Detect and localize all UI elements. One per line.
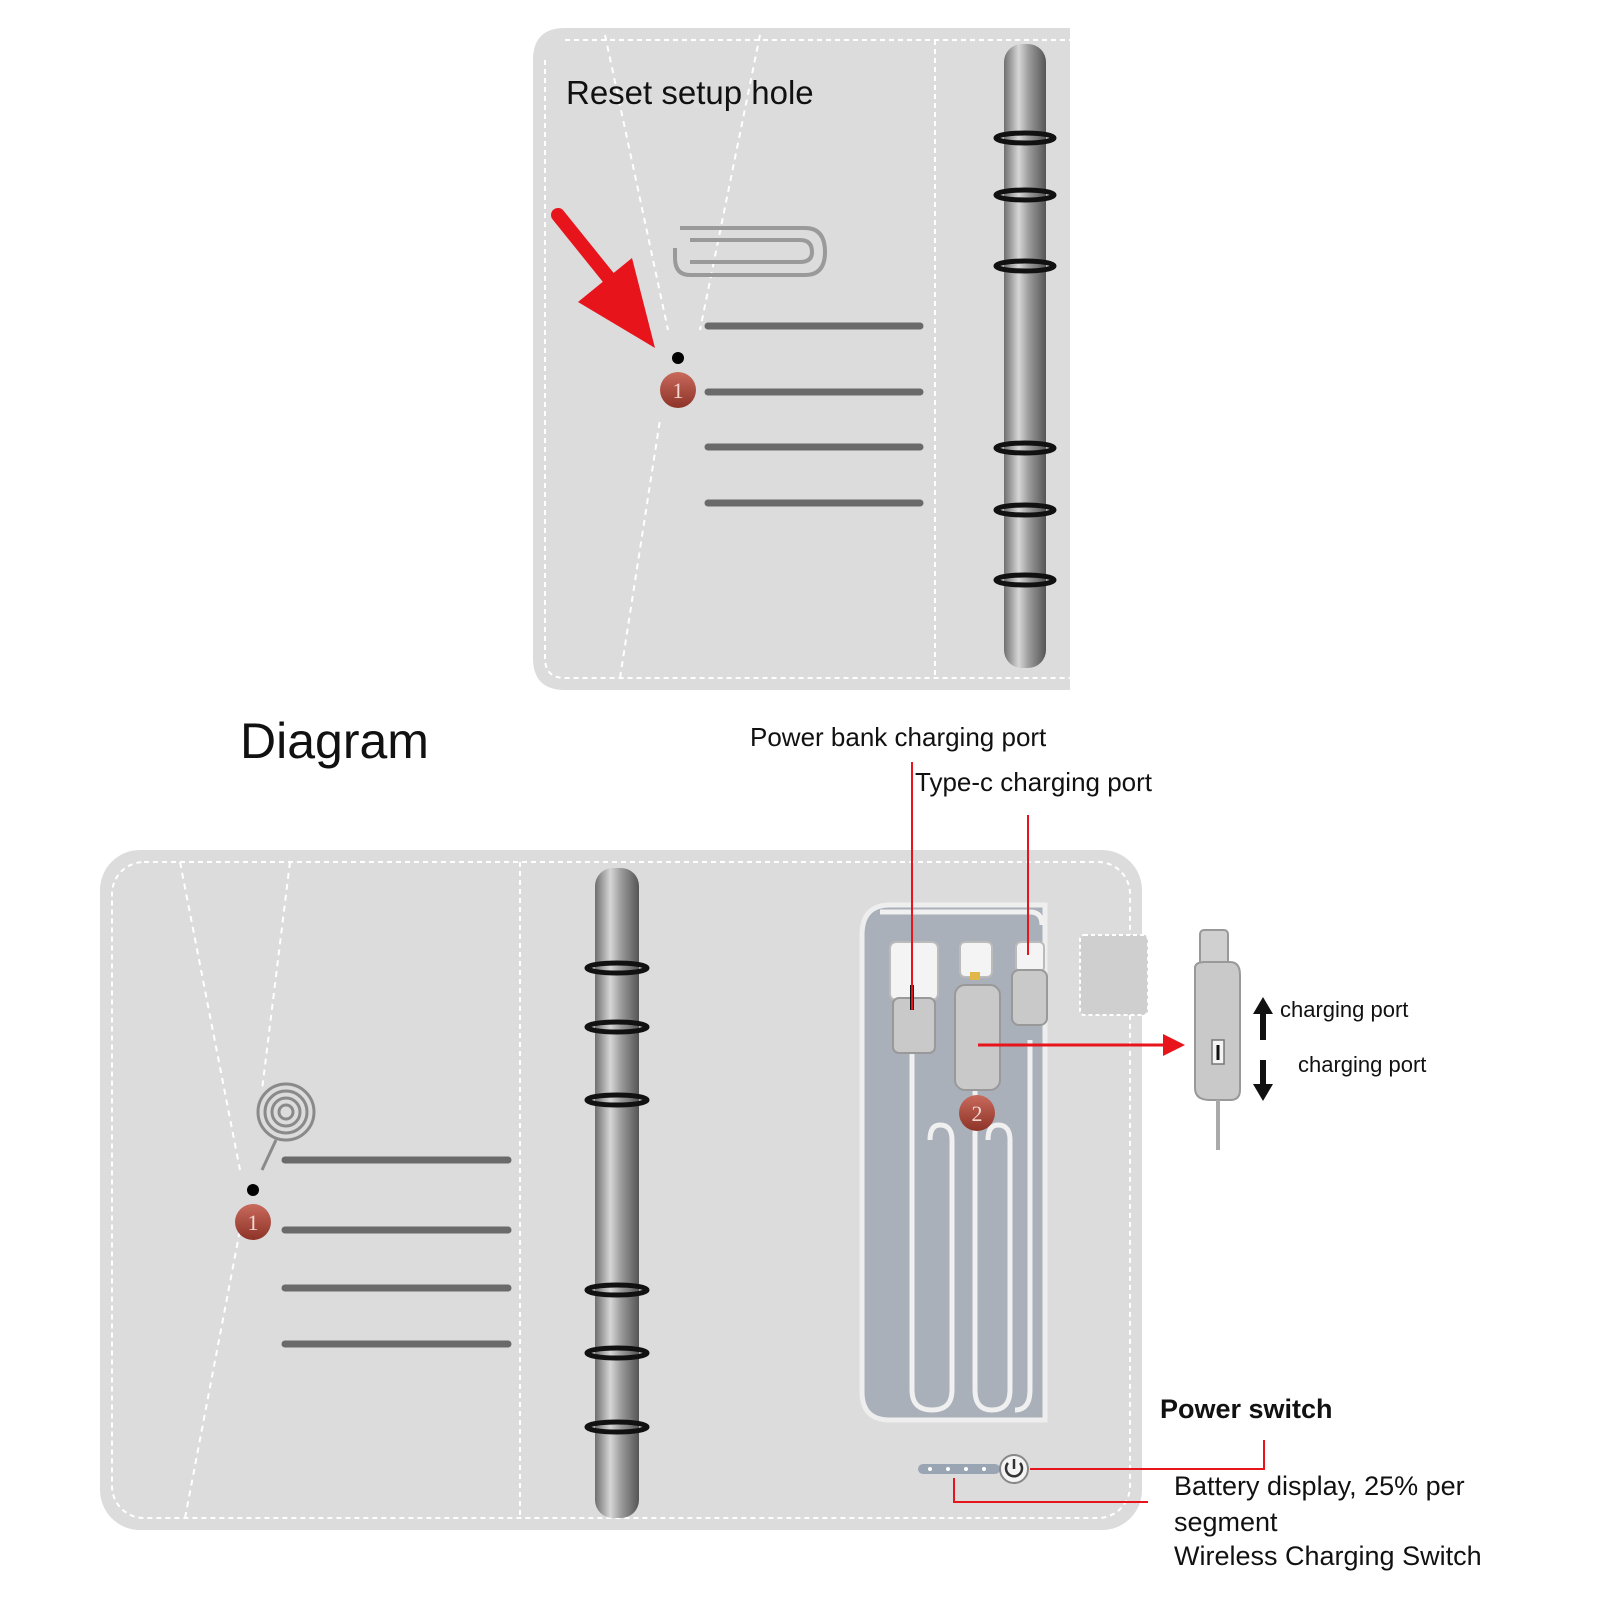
power-button-icon <box>999 1454 1029 1484</box>
reset-setup-hole-label: Reset setup hole <box>566 74 814 111</box>
battery-display-label: Battery display, 25% per segment <box>1174 1471 1465 1537</box>
power-bank-port-label: Power bank charging port <box>750 722 1047 752</box>
cable-tray <box>859 902 1048 1423</box>
marker-1-text: 1 <box>673 378 684 403</box>
detached-connector <box>1194 929 1273 1150</box>
arrow-down-icon <box>1253 1060 1273 1101</box>
marker-1-badge-bottom <box>235 1204 271 1240</box>
reset-hole-bottom <box>247 1184 259 1196</box>
text-lines <box>704 322 924 507</box>
marker-2-badge <box>959 1095 995 1131</box>
diagram-title: Diagram <box>240 713 429 769</box>
callout-lines <box>911 762 1265 1503</box>
text-lines-bottom <box>281 1156 512 1348</box>
paperclip-icon <box>673 226 828 277</box>
red-pointer-arrow-icon <box>978 1034 1185 1056</box>
strap-tab <box>1079 934 1149 1016</box>
marker-1-text-bottom: 1 <box>248 1210 259 1235</box>
marker-2-text: 2 <box>972 1101 983 1126</box>
typec-port-label: Type-c charging port <box>915 767 1153 797</box>
wireless-switch-label: Wireless Charging Switch <box>1174 1541 1482 1571</box>
charging-port-down-label: charging port <box>1298 1052 1427 1077</box>
reset-hole <box>672 352 684 364</box>
battery-indicator <box>918 1464 1000 1474</box>
marker-1-badge <box>660 372 696 408</box>
wireless-coil-icon <box>256 1082 316 1171</box>
charging-port-up-label: charging port <box>1280 997 1409 1022</box>
binder-spine-bottom <box>584 868 650 1518</box>
red-arrow-icon <box>551 208 655 348</box>
top-notebook-panel <box>533 28 1070 690</box>
power-switch-label: Power switch <box>1160 1394 1333 1424</box>
bottom-notebook-panel <box>100 850 1149 1530</box>
binder-spine <box>993 44 1057 668</box>
arrow-up-icon <box>1253 997 1273 1040</box>
